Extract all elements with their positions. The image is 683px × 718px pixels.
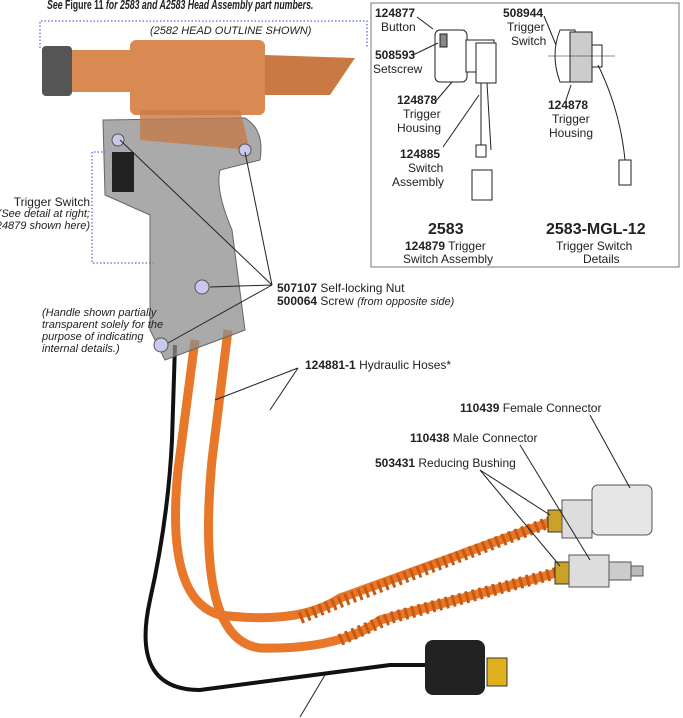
- trig-switch-l2: Switch: [511, 34, 547, 48]
- trig-switch-l1: Trigger: [507, 20, 545, 34]
- right-sub2: Details: [583, 252, 620, 266]
- trigger-outline-dotted: [91, 151, 155, 264]
- trigger-switch-title: Trigger Switch: [13, 195, 90, 209]
- button-part: 124877: [375, 6, 416, 20]
- black-cable: [143, 344, 430, 693]
- setscrew-part: 508593: [375, 48, 416, 62]
- nut-text: Self-locking Nut: [320, 281, 405, 295]
- head-outline-dotted: [39, 20, 368, 48]
- trig-switch-part: 508944: [503, 6, 544, 20]
- head-outline-note: (2582 HEAD OUTLINE SHOWN): [150, 25, 312, 37]
- housing-left-part: 124878: [397, 93, 438, 107]
- bushing-text: Reducing Bushing: [418, 456, 516, 470]
- screw-note: (from opposite side): [357, 296, 455, 308]
- bushing-part: 503431: [375, 456, 416, 470]
- see-text: See: [47, 0, 63, 12]
- switch-assy-l1: Switch: [408, 161, 444, 175]
- left-sub-part: 124879: [405, 239, 446, 253]
- inset-box: [370, 2, 680, 268]
- header-rest: for 2583 and A2583 Head Assembly part nu…: [105, 0, 314, 12]
- hoses-label: 124881-1 Hydraulic Hoses*: [305, 358, 451, 372]
- female-part: 110439: [460, 401, 500, 415]
- trigger-switch-detail-drawing: [548, 29, 632, 186]
- housing-left-l2: Housing: [397, 121, 442, 135]
- bushing-label: 503431 Reducing Bushing: [375, 456, 516, 470]
- screw-text: Screw: [320, 294, 354, 308]
- handle-note-3: purpose of indicating: [42, 331, 144, 343]
- female-label: 110439 Female Connector: [460, 401, 601, 415]
- male-label: 110438 Male Connector: [410, 431, 537, 445]
- screw-part: 500064: [277, 294, 318, 308]
- nut-part: 507107: [277, 281, 318, 295]
- figure-reference: See Figure 11 for 2583 and A2583 Head As…: [47, 0, 313, 12]
- hoses-part: 124881-1: [305, 358, 356, 372]
- left-sub1: Trigger: [448, 239, 486, 253]
- hoses-text: Hydraulic Hoses*: [359, 358, 452, 372]
- left-sub2: Switch Assembly: [403, 252, 494, 266]
- housing-right-part: 124878: [548, 98, 589, 112]
- housing-right-l1: Trigger: [552, 112, 590, 126]
- handle-note-1: (Handle shown partially: [42, 307, 157, 319]
- trigger-switch-assembly-drawing: [434, 29, 497, 201]
- male-connector-drawing: [554, 554, 644, 588]
- male-part: 110438: [410, 431, 450, 445]
- housing-left-l1: Trigger: [403, 107, 441, 121]
- button-label: Button: [381, 20, 416, 34]
- female-connector-drawing: [547, 484, 653, 539]
- trigger-switch-line1: (See detail at right;: [0, 208, 90, 220]
- trigger-switch-line2: 124879 shown here): [0, 220, 90, 232]
- switch-assy-l2: Assembly: [392, 175, 445, 189]
- nut-icons: [111, 133, 252, 353]
- housing-right-l2: Housing: [549, 126, 594, 140]
- male-text: Male Connector: [452, 431, 538, 445]
- screw-label: 500064 Screw (from opposite side): [277, 294, 454, 309]
- left-title: 2583: [428, 221, 464, 238]
- switch-assy-part: 124885: [400, 147, 441, 161]
- right-title: 2583-MGL-12: [546, 221, 646, 238]
- handle: [102, 117, 262, 361]
- figure-link[interactable]: Figure 11: [65, 0, 104, 12]
- hose-2: [204, 329, 562, 653]
- handle-note-2: transparent solely for the: [42, 319, 164, 331]
- female-text: Female Connector: [502, 401, 602, 415]
- trigger-switch-part: [112, 152, 134, 192]
- right-sub1: Trigger Switch: [556, 239, 633, 253]
- nut-label: 507107 Self-locking Nut: [277, 281, 404, 295]
- gun-head: [42, 40, 355, 150]
- setscrew-label: Setscrew: [373, 62, 423, 76]
- electrical-plug-drawing: [425, 640, 508, 695]
- handle-note-4: internal details.): [42, 343, 120, 355]
